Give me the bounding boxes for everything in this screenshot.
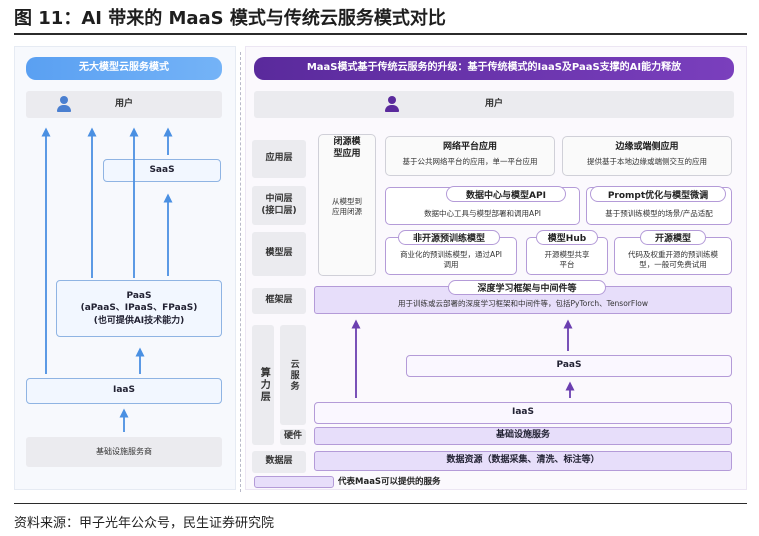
figure-title: 图 11：AI 带来的 MaaS 模式与传统云服务模式对比 xyxy=(14,8,446,29)
network-platform-desc: 基于公共网络平台的应用，单一平台应用 xyxy=(402,157,538,166)
right-user-label: 用户 xyxy=(484,98,503,109)
layer-label-model: 模型层 xyxy=(252,232,306,276)
model-hub-desc-2: 平台 xyxy=(559,259,575,269)
edge-app-title: 边缘或端侧应用 xyxy=(615,142,679,152)
closed-model-title-2: 型应用 xyxy=(333,148,361,159)
left-header: 无大模型云服务模式 xyxy=(26,57,222,80)
model-hub-title: 模型Hub xyxy=(536,230,598,245)
closed-model-desc: 从模型到 应用闭源 xyxy=(323,197,371,217)
footer-rule xyxy=(14,503,747,504)
layer-label-middle-2: (接口层) xyxy=(261,205,297,216)
open-model-desc: 代码及权重开源的预训练模 型，一般可免费试用 xyxy=(619,250,727,270)
pretrained-desc-1: 商业化的预训练模型，通过API xyxy=(400,250,502,259)
closed-model-desc-2: 应用闭源 xyxy=(332,206,362,216)
prompt-opt-desc: 基于预训练模型的场景/产品适配 xyxy=(605,209,713,218)
left-paas-box: PaaS (aPaaS、IPaaS、FPaaS) (也可提供AI技术能力) xyxy=(56,280,222,337)
closed-model-title: 闭源模 型应用 xyxy=(319,137,375,160)
user-icon xyxy=(56,96,72,112)
framework-desc: 用于训练或云部署的深度学习框架和中间件等，包括PyTorch、TensorFlo… xyxy=(397,299,649,309)
closed-model-title-1: 闭源模 xyxy=(333,137,361,147)
framework-title: 深度学习框架与中间件等 xyxy=(448,280,606,295)
layer-label-app: 应用层 xyxy=(252,140,306,178)
model-hub-desc-1: 开源模型共享 xyxy=(544,250,590,259)
left-paas-title: PaaS xyxy=(126,291,152,302)
pretrained-desc: 商业化的预训练模型，通过API 调用 xyxy=(390,250,512,270)
layer-label-cloud: 云服务 xyxy=(280,325,306,425)
user-icon xyxy=(384,96,400,112)
right-paas-box: PaaS xyxy=(406,355,732,377)
network-platform-title: 网络平台应用 xyxy=(442,142,497,152)
title-rule xyxy=(14,33,747,35)
layer-label-compute: 算力层 xyxy=(252,325,274,445)
closed-model-desc-1: 从模型到 xyxy=(332,197,362,206)
layer-label-data: 数据层 xyxy=(252,451,306,473)
layer-label-hardware: 硬件 xyxy=(280,429,306,445)
pretrained-desc-2: 调用 xyxy=(443,259,459,269)
open-model-title: 开源模型 xyxy=(640,230,706,245)
model-hub-desc: 开源模型共享 平台 xyxy=(531,250,603,270)
data-center-api-desc: 数据中心工具与模型部署和调用API xyxy=(424,209,541,218)
right-infra-box: 基础设施服务 xyxy=(314,427,732,445)
right-data-box: 数据资源（数据采集、清洗、标注等） xyxy=(314,451,732,471)
right-arrows xyxy=(351,319,575,398)
edge-app-card: 边缘或端侧应用 提供基于本地边缘或端侧交互的应用 xyxy=(562,136,732,176)
source-note: 资料来源：甲子光年公众号，民生证券研究院 xyxy=(14,516,275,531)
layer-label-middle-1: 中间层 xyxy=(265,194,293,205)
prompt-opt-title: Prompt优化与模型微调 xyxy=(590,186,726,202)
right-user-bar: 用户 xyxy=(254,91,734,118)
legend-label: 代表MaaS可以提供的服务 xyxy=(338,476,441,487)
legend-swatch xyxy=(254,476,334,488)
left-saas-box: SaaS xyxy=(103,159,221,182)
data-center-api-title: 数据中心与模型API xyxy=(446,186,566,202)
right-header: MaaS模式基于传统云服务的升级：基于传统模式的IaaS及PaaS支撑的AI能力… xyxy=(254,57,734,80)
pretrained-title: 非开源预训练模型 xyxy=(398,230,500,245)
open-model-desc-1: 代码及权重开源的预训练模 xyxy=(628,250,718,259)
left-infra-box: 基础设施服务商 xyxy=(26,437,222,467)
layer-label-framework: 框架层 xyxy=(252,288,306,314)
network-platform-card: 网络平台应用 基于公共网络平台的应用，单一平台应用 xyxy=(385,136,555,176)
closed-model-card: 闭源模 型应用 从模型到 应用闭源 xyxy=(318,134,376,276)
left-user-bar: 用户 xyxy=(26,91,222,118)
panel-divider xyxy=(240,52,241,492)
left-arrows xyxy=(41,127,173,432)
left-iaas-box: IaaS xyxy=(26,378,222,404)
open-model-desc-2: 型，一般可免费试用 xyxy=(639,259,707,269)
left-paas-note: (也可提供AI技术能力) xyxy=(93,315,185,326)
layer-label-middle: 中间层 (接口层) xyxy=(252,186,306,225)
right-iaas-box: IaaS xyxy=(314,402,732,424)
left-paas-types: (aPaaS、IPaaS、FPaaS) xyxy=(80,303,198,314)
left-user-label: 用户 xyxy=(114,98,133,109)
edge-app-desc: 提供基于本地边缘或端侧交互的应用 xyxy=(587,157,707,166)
